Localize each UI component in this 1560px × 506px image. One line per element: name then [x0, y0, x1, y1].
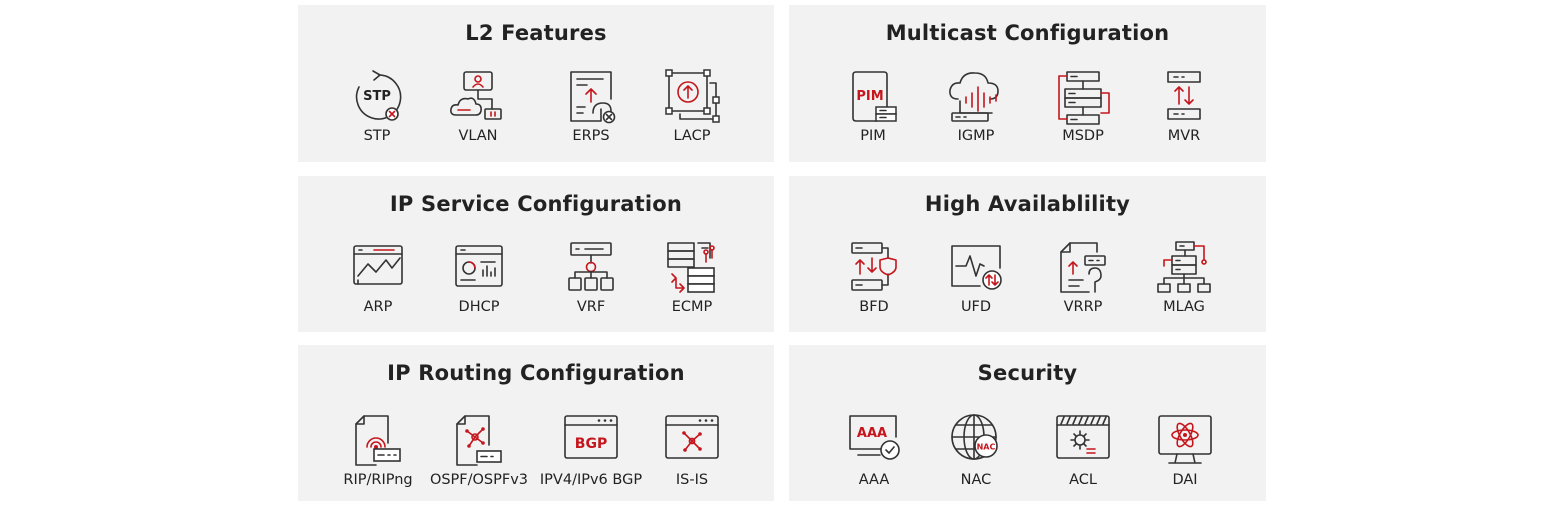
- feature-label: ACL: [1069, 472, 1097, 488]
- feature-label: MSDP: [1062, 128, 1104, 144]
- ufd-pulse-icon: [951, 245, 1002, 290]
- isis-window-icon: [665, 415, 719, 459]
- dhcp-dashboard-icon: [455, 245, 503, 287]
- stp-cycle-icon: STP: [355, 70, 402, 121]
- feature-arp[interactable]: ARP: [318, 240, 438, 315]
- feature-ecmp[interactable]: ECMP: [632, 240, 752, 315]
- vlan-network-icon: [450, 71, 502, 120]
- svg-text:AAA: AAA: [857, 426, 887, 441]
- feature-ufd[interactable]: UFD: [916, 240, 1036, 315]
- feature-bfd[interactable]: BFD: [814, 240, 934, 315]
- arp-monitor-icon: [353, 245, 403, 285]
- feature-label: IS-IS: [675, 472, 709, 488]
- feature-label: VRF: [576, 299, 606, 315]
- svg-text:BGP: BGP: [575, 436, 607, 452]
- erps-document-icon: [570, 71, 616, 124]
- feature-label: LACP: [673, 128, 711, 144]
- feature-label: DHCP: [458, 299, 500, 315]
- feature-stp[interactable]: STP STP: [317, 69, 437, 144]
- feature-label: ERPS: [572, 128, 610, 144]
- feature-dai[interactable]: DAI: [1125, 413, 1245, 488]
- lacp-aggregation-icon: [665, 69, 720, 123]
- feature-isis[interactable]: IS-IS: [632, 413, 752, 488]
- feature-label: ECMP: [671, 299, 713, 315]
- feature-pim[interactable]: PIM PIM: [813, 69, 933, 144]
- feature-label: PIM: [860, 128, 886, 144]
- nac-globe-icon: NAC: [951, 414, 998, 460]
- rip-wireless-icon: [355, 415, 401, 466]
- panel-title: IP Service Configuration: [389, 192, 683, 216]
- svg-text:NAC: NAC: [977, 443, 996, 452]
- feature-rip[interactable]: RIP/RIPng: [318, 413, 438, 488]
- feature-label: UFD: [960, 299, 992, 315]
- vrf-hierarchy-icon: [568, 242, 614, 291]
- feature-erps[interactable]: ERPS: [531, 69, 651, 144]
- feature-vlan[interactable]: VLAN: [418, 69, 538, 144]
- vrrp-document-icon: [1060, 242, 1106, 293]
- feature-label: RIP/RIPng: [343, 472, 413, 488]
- feature-label: BFD: [859, 299, 889, 315]
- mvr-exchange-icon: [1167, 71, 1201, 120]
- acl-gear-icon: [1056, 415, 1110, 459]
- feature-aaa[interactable]: AAA AAA: [814, 413, 934, 488]
- panel-l2-features: L2 Features STP STP VLAN: [298, 5, 774, 162]
- bfd-shield-icon: [851, 242, 897, 291]
- panel-title: High Availablility: [924, 192, 1131, 216]
- feature-mlag[interactable]: MLAG: [1124, 240, 1244, 315]
- bgp-window-icon: BGP: [564, 415, 618, 459]
- panel-title: IP Routing Configuration: [387, 361, 685, 385]
- igmp-cloud-icon: [949, 72, 999, 122]
- feature-label: NAC: [960, 472, 992, 488]
- feature-label: MLAG: [1163, 299, 1205, 315]
- mlag-topology-icon: [1157, 241, 1211, 293]
- feature-igmp[interactable]: IGMP: [916, 69, 1036, 144]
- feature-label: MVR: [1167, 128, 1201, 144]
- pim-document-icon: PIM: [852, 71, 897, 122]
- feature-label: VRRP: [1063, 299, 1103, 315]
- feature-ospf[interactable]: OSPF/OSPFv3: [419, 413, 539, 488]
- ospf-node-icon: [456, 415, 502, 466]
- svg-text:PIM: PIM: [856, 89, 883, 104]
- panel-title: Multicast Configuration: [885, 21, 1170, 45]
- feature-acl[interactable]: ACL: [1023, 413, 1143, 488]
- panel-title: L2 Features: [465, 21, 607, 45]
- feature-label: DAI: [1172, 472, 1198, 488]
- panel-high-availability: High Availablility BFD UFD: [789, 176, 1266, 332]
- panel-ip-routing-configuration: IP Routing Configuration RIP/RIPng OSPF/…: [298, 345, 774, 501]
- ecmp-servers-icon: [667, 242, 715, 293]
- feature-vrrp[interactable]: VRRP: [1023, 240, 1143, 315]
- feature-bgp[interactable]: BGP IPV4/IPv6 BGP: [531, 413, 651, 488]
- feature-msdp[interactable]: MSDP: [1023, 69, 1143, 144]
- feature-label: IGMP: [957, 128, 995, 144]
- feature-nac[interactable]: NAC NAC: [916, 413, 1036, 488]
- msdp-server-stack-icon: [1058, 71, 1110, 125]
- feature-dhcp[interactable]: DHCP: [419, 240, 539, 315]
- feature-label: VLAN: [458, 128, 498, 144]
- panel-ip-service-configuration: IP Service Configuration ARP DHCP: [298, 176, 774, 332]
- aaa-monitor-icon: AAA: [849, 415, 900, 460]
- panel-title: Security: [977, 361, 1078, 385]
- feature-label: ARP: [363, 299, 393, 315]
- panel-multicast-configuration: Multicast Configuration PIM PIM IGMP: [789, 5, 1266, 162]
- feature-mvr[interactable]: MVR: [1124, 69, 1244, 144]
- feature-label: AAA: [858, 472, 890, 488]
- panel-security: Security AAA AAA NAC NAC ACL: [789, 345, 1266, 501]
- dai-atom-icon: [1158, 415, 1212, 464]
- feature-vrf[interactable]: VRF: [531, 240, 651, 315]
- feature-label: IPV4/IPv6 BGP: [539, 472, 643, 488]
- feature-label: STP: [363, 128, 391, 144]
- feature-label: OSPF/OSPFv3: [429, 472, 529, 488]
- feature-lacp[interactable]: LACP: [632, 69, 752, 144]
- svg-text:STP: STP: [363, 89, 391, 104]
